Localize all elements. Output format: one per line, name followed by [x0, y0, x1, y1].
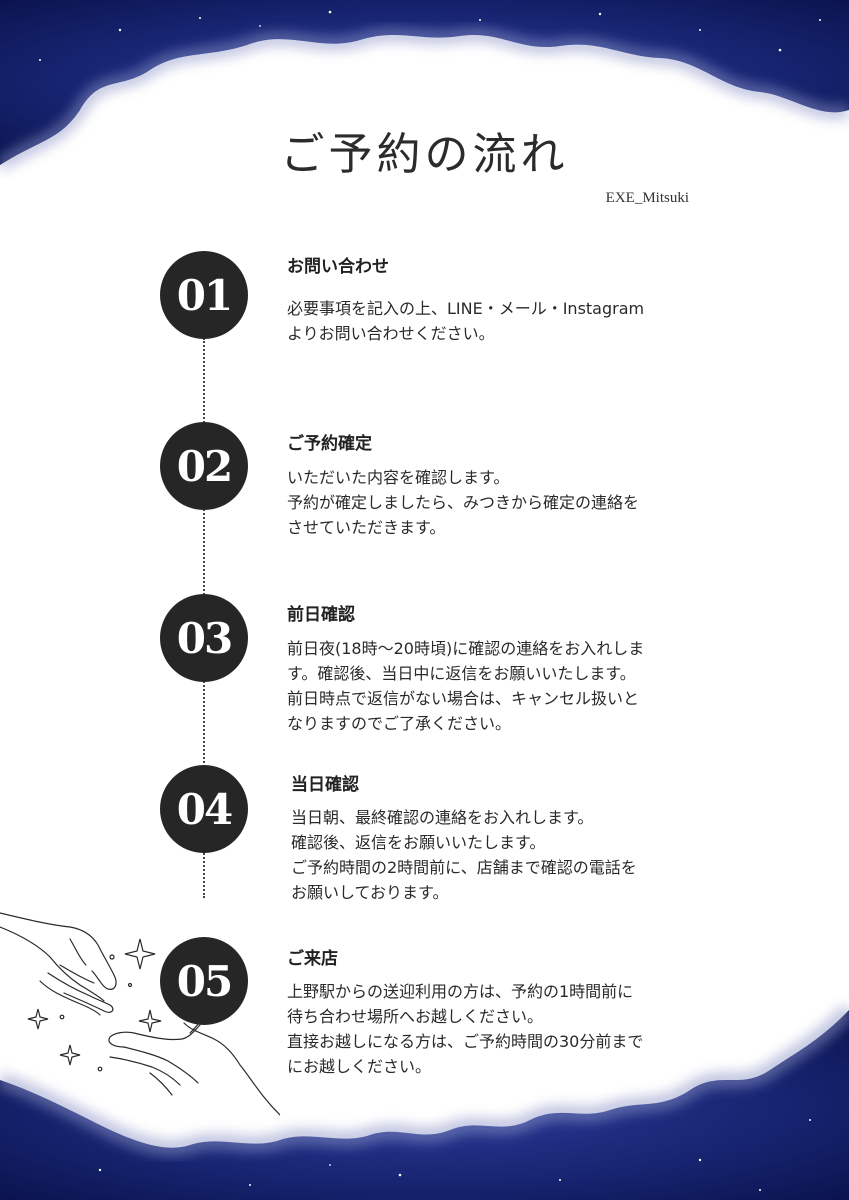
step-description-line: す。確認後、当日中に返信をお願いいたします。	[287, 664, 636, 683]
step-description-line: お願いしております。	[291, 883, 449, 902]
step-number-badge: 01	[160, 251, 248, 339]
step-description-line: なりますのでご了承ください。	[287, 714, 512, 733]
top-sky	[0, 0, 849, 171]
step-number-badge: 04	[160, 765, 248, 853]
bottom-sky	[0, 1004, 849, 1200]
step-description-line: 直接お越しになる方は、ご予約時間の30分前まで	[287, 1032, 644, 1051]
step-description: 必要事項を記入の上、LINE・メール・Instagram よりお問い合わせくださ…	[287, 296, 687, 346]
step-title: 当日確認	[291, 775, 359, 795]
step-description-line: 必要事項を記入の上、LINE・メール・Instagram	[287, 299, 645, 318]
step-title: ご来店	[287, 949, 338, 969]
step-number-badge: 05	[160, 937, 248, 1025]
step-number-badge: 02	[160, 422, 248, 510]
step-description-line: よりお問い合わせください。	[287, 324, 495, 343]
step-description-line: いただいた内容を確認します。	[287, 468, 510, 487]
step-description: いただいた内容を確認します。 予約が確定しましたら、みつきから確定の連絡を させ…	[287, 465, 687, 540]
step-description-line: 前日夜(18時〜20時頃)に確認の連絡をお入れしま	[287, 639, 645, 658]
step-description-line: 待ち合わせ場所へお越しください。	[287, 1007, 544, 1026]
step-title: 前日確認	[287, 605, 355, 625]
step-description: 当日朝、最終確認の連絡をお入れします。 確認後、返信をお願いいたします。 ご予約…	[291, 805, 691, 905]
step-description-line: ご予約時間の2時間前に、店舗まで確認の電話を	[291, 858, 637, 877]
step-description-line: 予約が確定しましたら、みつきから確定の連絡を	[287, 493, 640, 512]
step-description-line: させていただきます。	[287, 518, 446, 537]
step-description-line: 上野駅からの送迎利用の方は、予約の1時間前に	[287, 982, 634, 1001]
step-description-line: 確認後、返信をお願いいたします。	[291, 833, 546, 852]
step-title: お問い合わせ	[287, 257, 389, 277]
step-description: 前日夜(18時〜20時頃)に確認の連絡をお入れしま す。確認後、当日中に返信をお…	[287, 636, 687, 736]
step-description-line: にお越しください。	[287, 1057, 432, 1076]
sparkle-icon	[27, 938, 162, 1072]
step-description-line: 前日時点で返信がない場合は、キャンセル扱いと	[287, 689, 640, 708]
step-number-badge: 03	[160, 594, 248, 682]
step-title: ご予約確定	[287, 434, 372, 454]
reaching-hands-illustration	[0, 912, 280, 1116]
page-title: ご予約の流れ	[280, 129, 569, 180]
author-name: EXE_Mitsuki	[605, 190, 689, 206]
step-description-line: 当日朝、最終確認の連絡をお入れします。	[291, 808, 594, 827]
step-description: 上野駅からの送迎利用の方は、予約の1時間前に 待ち合わせ場所へお越しください。 …	[287, 979, 687, 1079]
